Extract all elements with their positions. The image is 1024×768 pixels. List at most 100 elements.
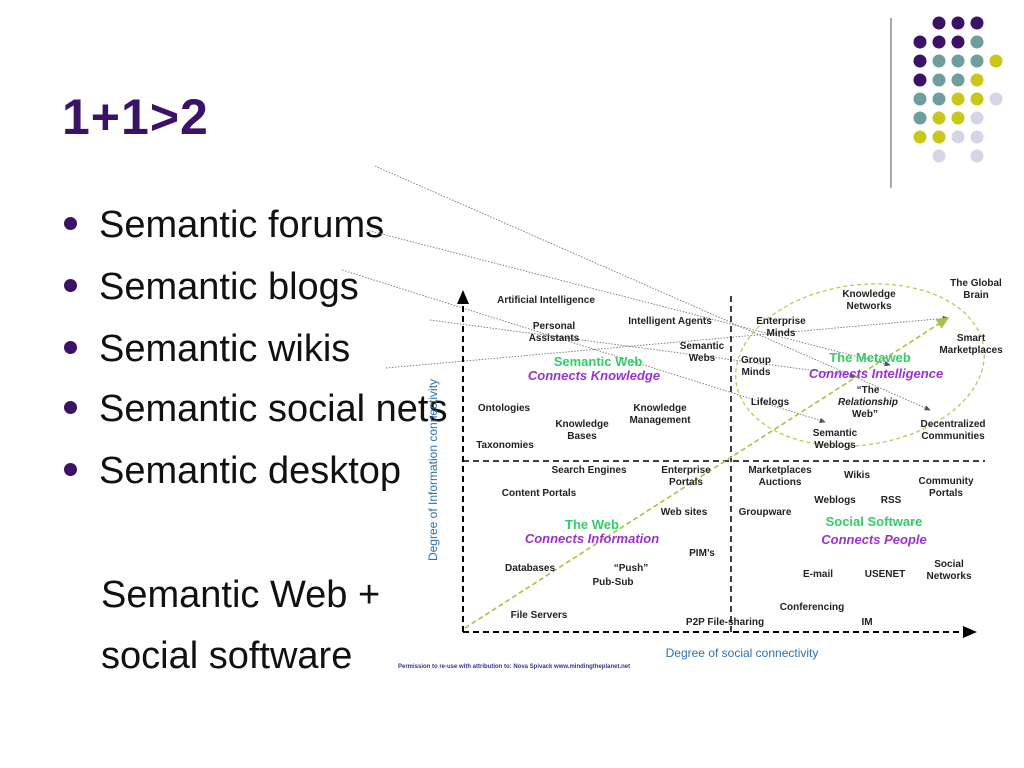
label-email: E-mail <box>803 569 833 580</box>
decorative-dot <box>932 111 946 125</box>
label-usenet: USENET <box>865 569 906 580</box>
decorative-dot <box>932 16 946 30</box>
label-group-minds-1: Group <box>741 355 771 366</box>
pointer-line-wikis <box>429 319 856 378</box>
label-global-brain-2: Brain <box>963 290 989 301</box>
decorative-dot <box>932 73 946 87</box>
label-semantic-webs-1: Semantic <box>680 341 725 352</box>
decorative-dot <box>913 54 927 68</box>
label-community-portals-1: Community <box>919 476 974 487</box>
label-databases: Databases <box>505 563 555 574</box>
label-enterprise-portals-2: Portals <box>669 477 703 488</box>
label-wikis: Wikis <box>844 470 870 481</box>
decorative-dot <box>932 130 946 144</box>
label-knowledge-management-1: Knowledge <box>633 403 687 414</box>
group-social-software-subtitle: Connects People <box>821 532 926 547</box>
x-axis-label: Degree of social connectivity <box>666 646 819 660</box>
decorative-dot <box>970 130 984 144</box>
bullet-text: Semantic desktop <box>99 450 402 492</box>
label-enterprise-minds-2: Minds <box>767 328 796 339</box>
label-semantic-weblogs-1: Semantic <box>813 428 858 439</box>
decorative-dot <box>951 35 965 49</box>
pointer-line-forums <box>374 165 931 411</box>
group-semantic-web-subtitle: Connects Knowledge <box>528 368 660 383</box>
label-conferencing: Conferencing <box>780 602 844 613</box>
evolution-trend-arrow <box>464 317 950 629</box>
bullet-text: Semantic wikis <box>99 328 351 370</box>
label-lifelogs: Lifelogs <box>751 397 790 408</box>
bullet-semantic-social-nets: Semantic social nets <box>64 388 448 431</box>
summary-line-2: social software <box>101 635 353 677</box>
label-taxonomies: Taxonomies <box>476 440 534 451</box>
bullet-text: Semantic social nets <box>99 388 448 430</box>
decorative-dot <box>951 130 965 144</box>
decorative-dot-grid <box>890 16 1003 188</box>
decorative-dot <box>951 92 965 106</box>
decorative-dot <box>970 111 984 125</box>
label-social-networks-2: Networks <box>926 571 971 582</box>
bullet-dot-icon <box>64 401 77 415</box>
decorative-dot <box>970 35 984 49</box>
slide-title: 1+1>2 <box>62 89 209 145</box>
pointer-lines <box>341 165 949 423</box>
decorative-dot <box>970 73 984 87</box>
decorative-dot <box>970 92 984 106</box>
group-social-software-title: Social Software <box>826 514 923 529</box>
label-knowledge-bases-1: Knowledge <box>555 419 609 430</box>
label-groupware: Groupware <box>739 507 792 518</box>
label-knowledge-bases-2: Bases <box>567 431 597 442</box>
label-ontologies: Ontologies <box>478 403 531 414</box>
label-artificial-intelligence: Artificial Intelligence <box>497 295 595 306</box>
label-semantic-webs-2: Webs <box>689 353 716 364</box>
label-knowledge-networks-2: Networks <box>846 301 891 312</box>
decorative-dot <box>932 92 946 106</box>
bullet-dot-icon <box>64 217 77 231</box>
label-file-servers: File Servers <box>511 610 568 621</box>
decorative-dot <box>913 92 927 106</box>
label-enterprise-portals-1: Enterprise <box>661 465 711 476</box>
label-social-networks-1: Social <box>934 559 964 570</box>
label-personal-assistants-1: Personal <box>533 321 575 332</box>
label-intelligent-agents: Intelligent Agents <box>628 316 712 327</box>
metaweb-ellipse <box>735 283 985 447</box>
attribution-credit: Permission to re-use with attribution to… <box>398 664 630 670</box>
label-pub-sub: Pub-Sub <box>592 577 633 588</box>
label-knowledge-management-2: Management <box>629 415 691 426</box>
label-smart-marketplaces-1: Smart <box>957 333 986 344</box>
label-relationship-web-1: “The <box>857 385 880 396</box>
label-p2p-file-sharing: P2P File-sharing <box>686 617 764 628</box>
decorative-dot <box>951 16 965 30</box>
bullet-semantic-blogs: Semantic blogs <box>64 266 359 309</box>
label-marketplaces-auctions-2: Auctions <box>759 477 802 488</box>
label-knowledge-networks-1: Knowledge <box>842 289 896 300</box>
group-semantic-web-title: Semantic Web <box>554 354 643 369</box>
label-community-portals-2: Portals <box>929 488 963 499</box>
label-search-engines: Search Engines <box>551 465 626 476</box>
decorative-dot <box>989 54 1003 68</box>
label-personal-assistants-2: Assistants <box>529 333 580 344</box>
label-im: IM <box>861 617 872 628</box>
label-pims: PIM’s <box>689 548 715 559</box>
group-metaweb-title: The Metaweb <box>829 350 911 365</box>
bullet-semantic-wikis: Semantic wikis <box>64 328 350 371</box>
label-decentralized-communities-1: Decentralized <box>920 419 985 430</box>
bullet-dot-icon <box>64 279 77 293</box>
bullet-text: Semantic blogs <box>99 266 359 308</box>
decorative-dot <box>932 35 946 49</box>
group-the-web-title: The Web <box>565 517 619 532</box>
decorative-dot <box>932 149 946 163</box>
label-smart-marketplaces-2: Marketplaces <box>939 345 1003 356</box>
decorative-dot <box>932 54 946 68</box>
label-push: “Push” <box>614 563 648 574</box>
group-metaweb-subtitle: Connects Intelligence <box>809 366 943 381</box>
decorative-dot <box>951 111 965 125</box>
label-rss: RSS <box>881 495 902 506</box>
decorative-dot <box>951 73 965 87</box>
decorative-dot <box>913 130 927 144</box>
label-group-minds-2: Minds <box>742 367 771 378</box>
label-semantic-weblogs-2: Weblogs <box>814 440 856 451</box>
decorative-dot <box>951 54 965 68</box>
label-enterprise-minds-1: Enterprise <box>756 316 806 327</box>
label-decentralized-communities-2: Communities <box>921 431 985 442</box>
